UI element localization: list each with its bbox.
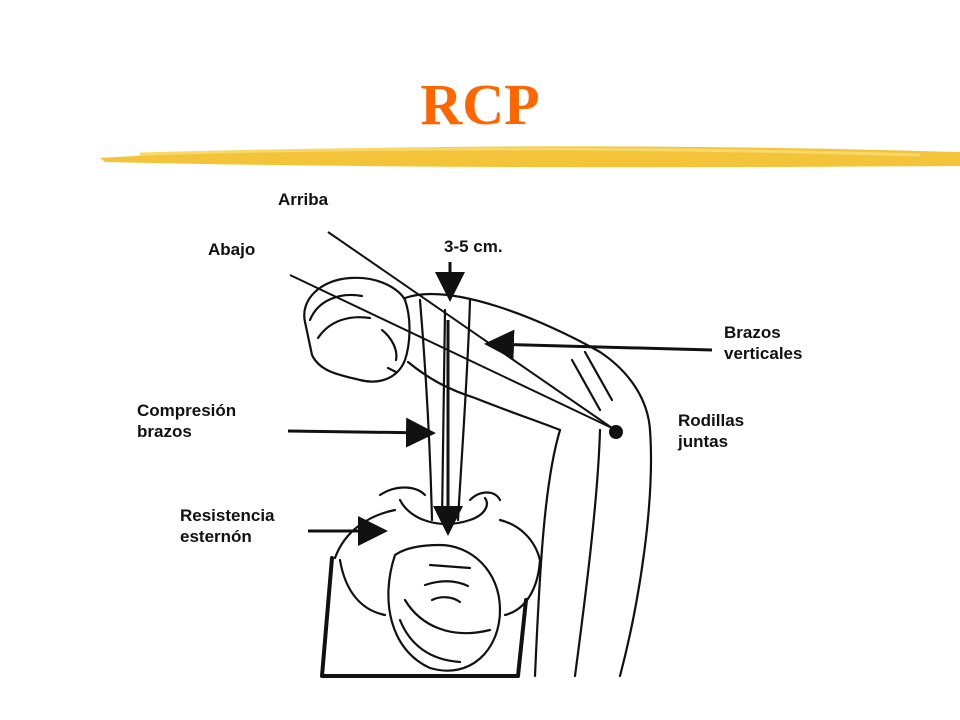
label-compresion-brazos: Compresión brazos — [137, 401, 237, 441]
brazos-verticales-arrow — [484, 329, 713, 360]
rescuer-belt — [570, 350, 614, 412]
compresion-brazos-arrow — [287, 417, 436, 448]
rescuer-hair — [308, 294, 372, 340]
patient-hair — [398, 598, 492, 664]
abajo-line — [289, 274, 613, 429]
rescuer-head — [303, 276, 411, 383]
rescuer-arm-2 — [456, 298, 472, 522]
patient-shoulder-left — [333, 508, 397, 560]
arriba-line — [327, 231, 613, 429]
rescuer-arm-1 — [418, 298, 434, 522]
label-depth: 3-5 cm. — [444, 237, 503, 256]
rescuer-knee-line — [573, 428, 602, 678]
rescuer-leg-front — [533, 428, 562, 678]
label-resistencia-esternon: Resistencia esternón — [180, 506, 275, 546]
patient-shoulder-right — [498, 518, 542, 562]
label-arriba: Arriba — [278, 190, 329, 209]
patient-arm-left — [338, 558, 387, 617]
rescuer-arm-3 — [440, 308, 447, 522]
rescuer-hands — [398, 496, 488, 525]
patient-collar — [378, 486, 502, 502]
rescuer-leg-back — [618, 428, 653, 678]
slide-title: RCP — [420, 72, 540, 137]
label-rodillas-juntas: Rodillas juntas — [678, 411, 745, 451]
pivot-dot — [609, 425, 623, 439]
rescuer-front — [406, 360, 562, 432]
patient-face — [423, 563, 472, 604]
brush-stroke-highlight — [139, 147, 921, 157]
label-abajo: Abajo — [208, 240, 256, 259]
rescuer-face — [380, 328, 398, 374]
floor-board — [320, 556, 528, 678]
patient-head — [387, 543, 502, 672]
patient-arm-right — [503, 558, 542, 617]
label-brazos-verticales: Brazos verticales — [724, 323, 803, 363]
rescuer-back — [403, 293, 652, 432]
